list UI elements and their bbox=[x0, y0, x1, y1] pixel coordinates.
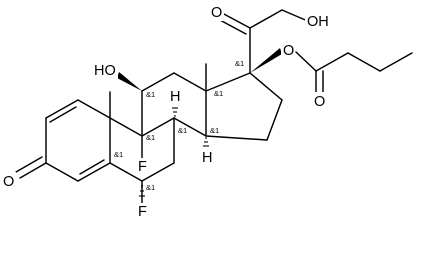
stereo-c17-label: &1 bbox=[235, 59, 244, 68]
stereo-bonds bbox=[117, 48, 282, 197]
bond-c9-c8 bbox=[141, 117, 175, 137]
bond-c3-c4 bbox=[45, 162, 79, 182]
bond-c20-o-double bbox=[217, 18, 247, 35]
stereo-c10-label: &1 bbox=[114, 150, 123, 159]
bond-c16-c15 bbox=[266, 99, 283, 141]
stereo-c14-label: &1 bbox=[210, 126, 219, 135]
bond-c20-c21 bbox=[249, 9, 283, 29]
bond-c7-c6 bbox=[141, 162, 175, 182]
bond-c1-c2-double bbox=[49, 106, 77, 123]
stereo-c6-label: &1 bbox=[146, 183, 155, 192]
stereo-c8-label: &1 bbox=[178, 126, 187, 135]
bond-c1-c2 bbox=[45, 99, 79, 119]
bond-c6-c5 bbox=[109, 162, 143, 182]
bond-c12-c13 bbox=[173, 72, 207, 92]
ketone-c20-oxygen-label: O bbox=[211, 5, 222, 21]
bond-c3-o bbox=[19, 162, 47, 179]
stereo-c13-label: &1 bbox=[214, 89, 223, 98]
stereo-c9-label: &1 bbox=[146, 133, 155, 142]
bond-c4-c5-double bbox=[79, 159, 105, 175]
hydrogen-c8-label: H bbox=[170, 89, 180, 105]
bond-skeleton bbox=[15, 9, 413, 206]
bond-c10-c1 bbox=[77, 99, 111, 119]
bond-c11-c12 bbox=[141, 72, 175, 92]
bond-cb-cc bbox=[379, 52, 413, 72]
ester-oxygen-label: O bbox=[283, 43, 294, 59]
hash-c8-h bbox=[171, 103, 179, 117]
wedge-c17-o bbox=[250, 48, 282, 73]
bond-c13-c17 bbox=[205, 72, 251, 92]
stereo-labels: &1 &1 &1 &1 &1 &1 &1 &1 bbox=[114, 59, 244, 192]
ester-carbonyl-oxygen-label: O bbox=[314, 94, 325, 110]
bond-ester-o-c bbox=[295, 51, 317, 72]
atom-labels: HO O OH O O O F F H H bbox=[2, 3, 331, 220]
bond-ester-c-ca bbox=[315, 52, 349, 72]
ketone-c3-oxygen-label: O bbox=[3, 174, 14, 190]
bond-c10-c9 bbox=[109, 117, 143, 137]
hash-c6-f bbox=[139, 185, 145, 197]
hydroxyl-c21-label: OH bbox=[307, 14, 329, 30]
wedge-c11-oh bbox=[117, 72, 142, 91]
fluoro-c6-label: F bbox=[138, 204, 147, 220]
bond-c4-c5 bbox=[77, 162, 111, 182]
fluoro-c9-label: F bbox=[138, 159, 147, 175]
hydroxyl-c11-label: HO bbox=[94, 63, 116, 79]
bond-c20-o bbox=[221, 12, 251, 29]
bond-ca-cb bbox=[347, 52, 381, 72]
hash-c14-h bbox=[202, 137, 210, 151]
bond-c15-c14 bbox=[205, 135, 268, 141]
bond-c3-o-double bbox=[15, 156, 43, 173]
bond-c14-c8 bbox=[173, 117, 207, 137]
hydrogen-c14-label: H bbox=[202, 150, 212, 166]
stereo-c11-label: &1 bbox=[146, 90, 155, 99]
bond-c17-c16 bbox=[249, 72, 283, 101]
